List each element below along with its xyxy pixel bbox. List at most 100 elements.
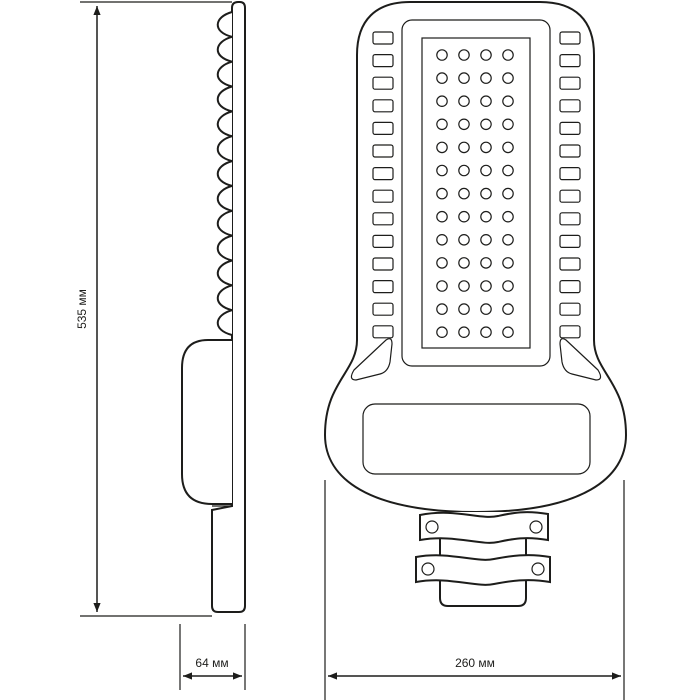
vent-slot — [559, 76, 581, 90]
vent-slot — [372, 234, 394, 248]
vent-slot — [372, 189, 394, 203]
clamp-upper — [419, 511, 549, 544]
led — [458, 187, 470, 200]
led — [502, 280, 514, 292]
led — [436, 234, 448, 246]
led — [480, 72, 492, 84]
vent-slot — [372, 302, 394, 316]
clamp-lower-hole-right — [531, 562, 545, 576]
led — [502, 257, 514, 269]
led — [458, 141, 470, 154]
led — [480, 49, 492, 61]
led — [480, 210, 492, 223]
clamp-upper-hole-right — [529, 520, 543, 534]
led — [436, 210, 448, 223]
vent-slot — [559, 325, 581, 339]
led — [502, 210, 514, 223]
led — [436, 303, 448, 315]
led — [480, 234, 492, 246]
front-view — [323, 0, 628, 607]
led — [502, 303, 514, 315]
side-fin — [216, 35, 233, 63]
vent-slot — [372, 144, 394, 158]
led — [436, 95, 448, 107]
led — [480, 280, 492, 292]
width-dimension: 260 мм — [324, 480, 625, 700]
led — [458, 164, 470, 177]
led — [458, 210, 470, 223]
led — [480, 257, 492, 269]
mounting-bracket — [415, 511, 551, 607]
led — [458, 303, 470, 315]
side-fin — [216, 135, 233, 163]
driver-window — [362, 403, 591, 475]
led — [502, 164, 514, 177]
side-fin — [216, 259, 233, 287]
vent-slot — [559, 53, 581, 68]
vent-slot — [559, 31, 581, 45]
led — [480, 326, 492, 338]
vent-slot — [559, 212, 581, 226]
led — [436, 257, 448, 269]
vent-slot — [372, 257, 394, 271]
led — [436, 49, 448, 61]
vent-slot — [372, 76, 394, 90]
vent-slot — [559, 144, 581, 158]
led — [458, 257, 470, 269]
led — [458, 280, 470, 292]
led — [480, 118, 492, 131]
led — [458, 326, 470, 338]
vent-slot — [559, 167, 581, 181]
side-housing — [211, 1, 246, 613]
led — [502, 72, 514, 84]
led — [502, 234, 514, 246]
led-module-frame — [401, 19, 551, 367]
led — [436, 72, 448, 84]
side-fin — [216, 309, 233, 336]
led — [502, 326, 514, 338]
side-fin — [216, 160, 233, 187]
left-vent-slots — [372, 31, 394, 339]
side-bracket — [181, 339, 232, 505]
vent-slot — [559, 121, 581, 136]
led — [480, 141, 492, 154]
led — [458, 234, 470, 246]
led — [502, 49, 514, 61]
vent-slot — [372, 212, 394, 226]
led — [458, 72, 470, 84]
depth-label: 64 мм — [195, 656, 228, 670]
vent-slot — [559, 280, 581, 294]
vent-slot — [559, 302, 581, 316]
side-fin — [216, 184, 233, 212]
side-fin — [216, 110, 233, 138]
led — [458, 95, 470, 107]
vent-slot — [372, 325, 394, 339]
vent-slot — [372, 31, 394, 45]
clamp-lower — [415, 554, 551, 586]
side-fin — [216, 209, 233, 237]
side-view — [181, 1, 246, 613]
led — [436, 280, 448, 292]
side-fins — [216, 11, 233, 336]
led — [502, 95, 514, 107]
side-fin — [216, 85, 233, 113]
led — [502, 187, 514, 200]
led — [480, 95, 492, 107]
vent-slot — [372, 121, 394, 136]
vent-slot — [372, 167, 394, 181]
front-housing — [323, 0, 628, 514]
vent-slot — [372, 280, 394, 294]
vent-slot — [559, 189, 581, 203]
led — [458, 118, 470, 131]
clamp-upper-hole-left — [425, 520, 439, 534]
side-fin — [216, 60, 233, 88]
vent-slot — [372, 53, 394, 68]
led — [436, 118, 448, 131]
left-corner-cutout — [350, 338, 393, 381]
led — [436, 326, 448, 338]
height-label: 535 мм — [75, 289, 89, 329]
led — [502, 118, 514, 131]
led — [502, 141, 514, 154]
right-corner-cutout — [559, 338, 602, 381]
